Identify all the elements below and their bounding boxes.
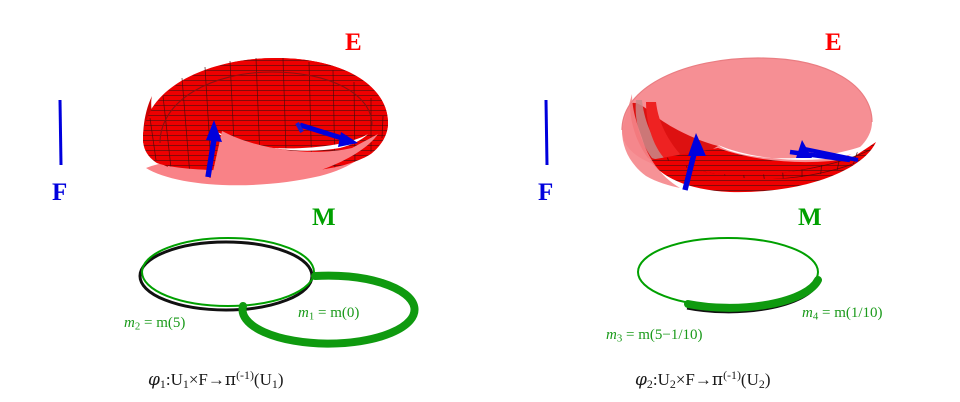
label-base-M-1: M: [312, 204, 336, 231]
band-inner-rim-1: [159, 71, 373, 144]
band-fold-shade-2: [635, 100, 666, 160]
fiber-arrow-head-left-2: [688, 133, 706, 156]
band-underside-1: [212, 131, 378, 184]
caption-codomain-sub-1: 1: [271, 376, 278, 391]
caption-codomain-close-1: ): [277, 369, 284, 389]
label-point-m1-value: = m(0): [318, 305, 360, 321]
fiber-arrows-2: [682, 133, 859, 191]
caption-domain-1: U: [170, 369, 183, 389]
fiber-segment-1: [58, 99, 63, 166]
label-total-space-E-2: E: [825, 29, 842, 56]
band-inner-face-1: [146, 138, 376, 186]
caption-domain-sub-1: 1: [182, 376, 189, 391]
caption-trivialization-1: φ1:U1×F→π(-1)(U1): [148, 368, 284, 391]
caption-phi-sub-1: 1: [159, 376, 166, 391]
caption-phi-1: φ: [148, 369, 160, 390]
caption-times-2: ×: [675, 369, 686, 389]
base-circle-outline-1: [141, 237, 315, 307]
panel-chart-1: E F M m1 = m(0) m2 = m(5) φ1:U1×F→π(-1)(…: [52, 29, 419, 391]
panel-chart-2: E F M m4 = m(1/10) m3 = m(5−1/10) φ2:U2×…: [480, 0, 960, 402]
label-fiber-F-1: F: [52, 179, 68, 206]
base-circle-shadow-1: [138, 240, 314, 312]
label-point-m2-index: 2: [134, 320, 141, 333]
fiber-arrow-tail-right-2: [799, 146, 859, 162]
caption-codomain-sub-2: 2: [758, 376, 765, 391]
caption-pi-1: π: [224, 369, 237, 390]
band-left-wall-2: [622, 94, 680, 188]
label-total-space-E-1: E: [345, 29, 362, 56]
caption-colon-1: :: [165, 369, 171, 389]
caption-trivialization-2: φ2:U2×F→π(-1)(U2): [635, 368, 771, 391]
label-point-m2-symbol: m: [124, 315, 135, 331]
base-chart-arc-2: [684, 276, 822, 312]
band-twist-gap-1: [215, 131, 368, 151]
mobius-bundle-graphic-2: [544, 57, 876, 314]
caption-fiber-2: F: [685, 369, 695, 389]
caption-phi-sub-2: 2: [646, 376, 653, 391]
fiber-arrow-head-left-1: [206, 120, 222, 142]
label-fiber-F-2: F: [538, 179, 554, 206]
label-point-m4-symbol: m: [802, 305, 813, 321]
label-point-m3-index: 3: [616, 332, 623, 345]
fiber-arrow-shaft-left-2: [682, 149, 698, 191]
label-point-m3-value: = m(5−1/10): [626, 327, 703, 343]
label-base-M-2: M: [798, 204, 822, 231]
base-chart-arc-1: [238, 271, 419, 348]
caption-phi-2: φ: [635, 369, 647, 390]
caption-domain-2: U: [657, 369, 670, 389]
fiber-arrows-1: [205, 120, 358, 178]
label-point-m3-symbol: m: [606, 327, 617, 343]
fiber-segment-2: [544, 99, 549, 166]
caption-fiber-1: F: [198, 369, 208, 389]
caption-pi-2: π: [711, 369, 724, 390]
caption-codomain-open-2: (U: [740, 369, 759, 389]
caption-domain-sub-2: 2: [669, 376, 676, 391]
label-point-m1-index: 1: [308, 310, 315, 323]
base-circle-2: [637, 237, 822, 314]
caption-arrow-1: →: [207, 369, 225, 389]
label-point-m1: m1 = m(0): [298, 305, 360, 323]
base-circle-1: [138, 237, 419, 348]
caption-arrow-2: →: [694, 369, 712, 389]
label-point-m4: m4 = m(1/10): [802, 305, 883, 323]
caption-colon-2: :: [652, 369, 658, 389]
label-point-m2: m2 = m(5): [124, 315, 186, 333]
caption-times-1: ×: [188, 369, 199, 389]
band-fold-bright-2: [646, 102, 680, 159]
label-point-m4-value: = m(1/10): [822, 305, 883, 321]
label-point-m4-index: 4: [812, 310, 819, 323]
fiber-arrow-base-right-1: [295, 122, 304, 133]
label-point-m1-symbol: m: [298, 305, 309, 321]
caption-pi-sup-1: (-1): [236, 368, 254, 382]
mobius-bundle-graphic-1: [58, 57, 419, 348]
fiber-arrow-head-right-1: [338, 132, 358, 147]
label-point-m2-value: = m(5): [144, 315, 186, 331]
caption-codomain-open-1: (U: [253, 369, 272, 389]
caption-codomain-close-2: ): [764, 369, 771, 389]
band-rim-outline-2: [621, 57, 873, 131]
band-mesh-wedge-2: [650, 142, 876, 193]
caption-pi-sup-2: (-1): [723, 368, 741, 382]
label-point-m3: m3 = m(5−1/10): [606, 327, 703, 345]
